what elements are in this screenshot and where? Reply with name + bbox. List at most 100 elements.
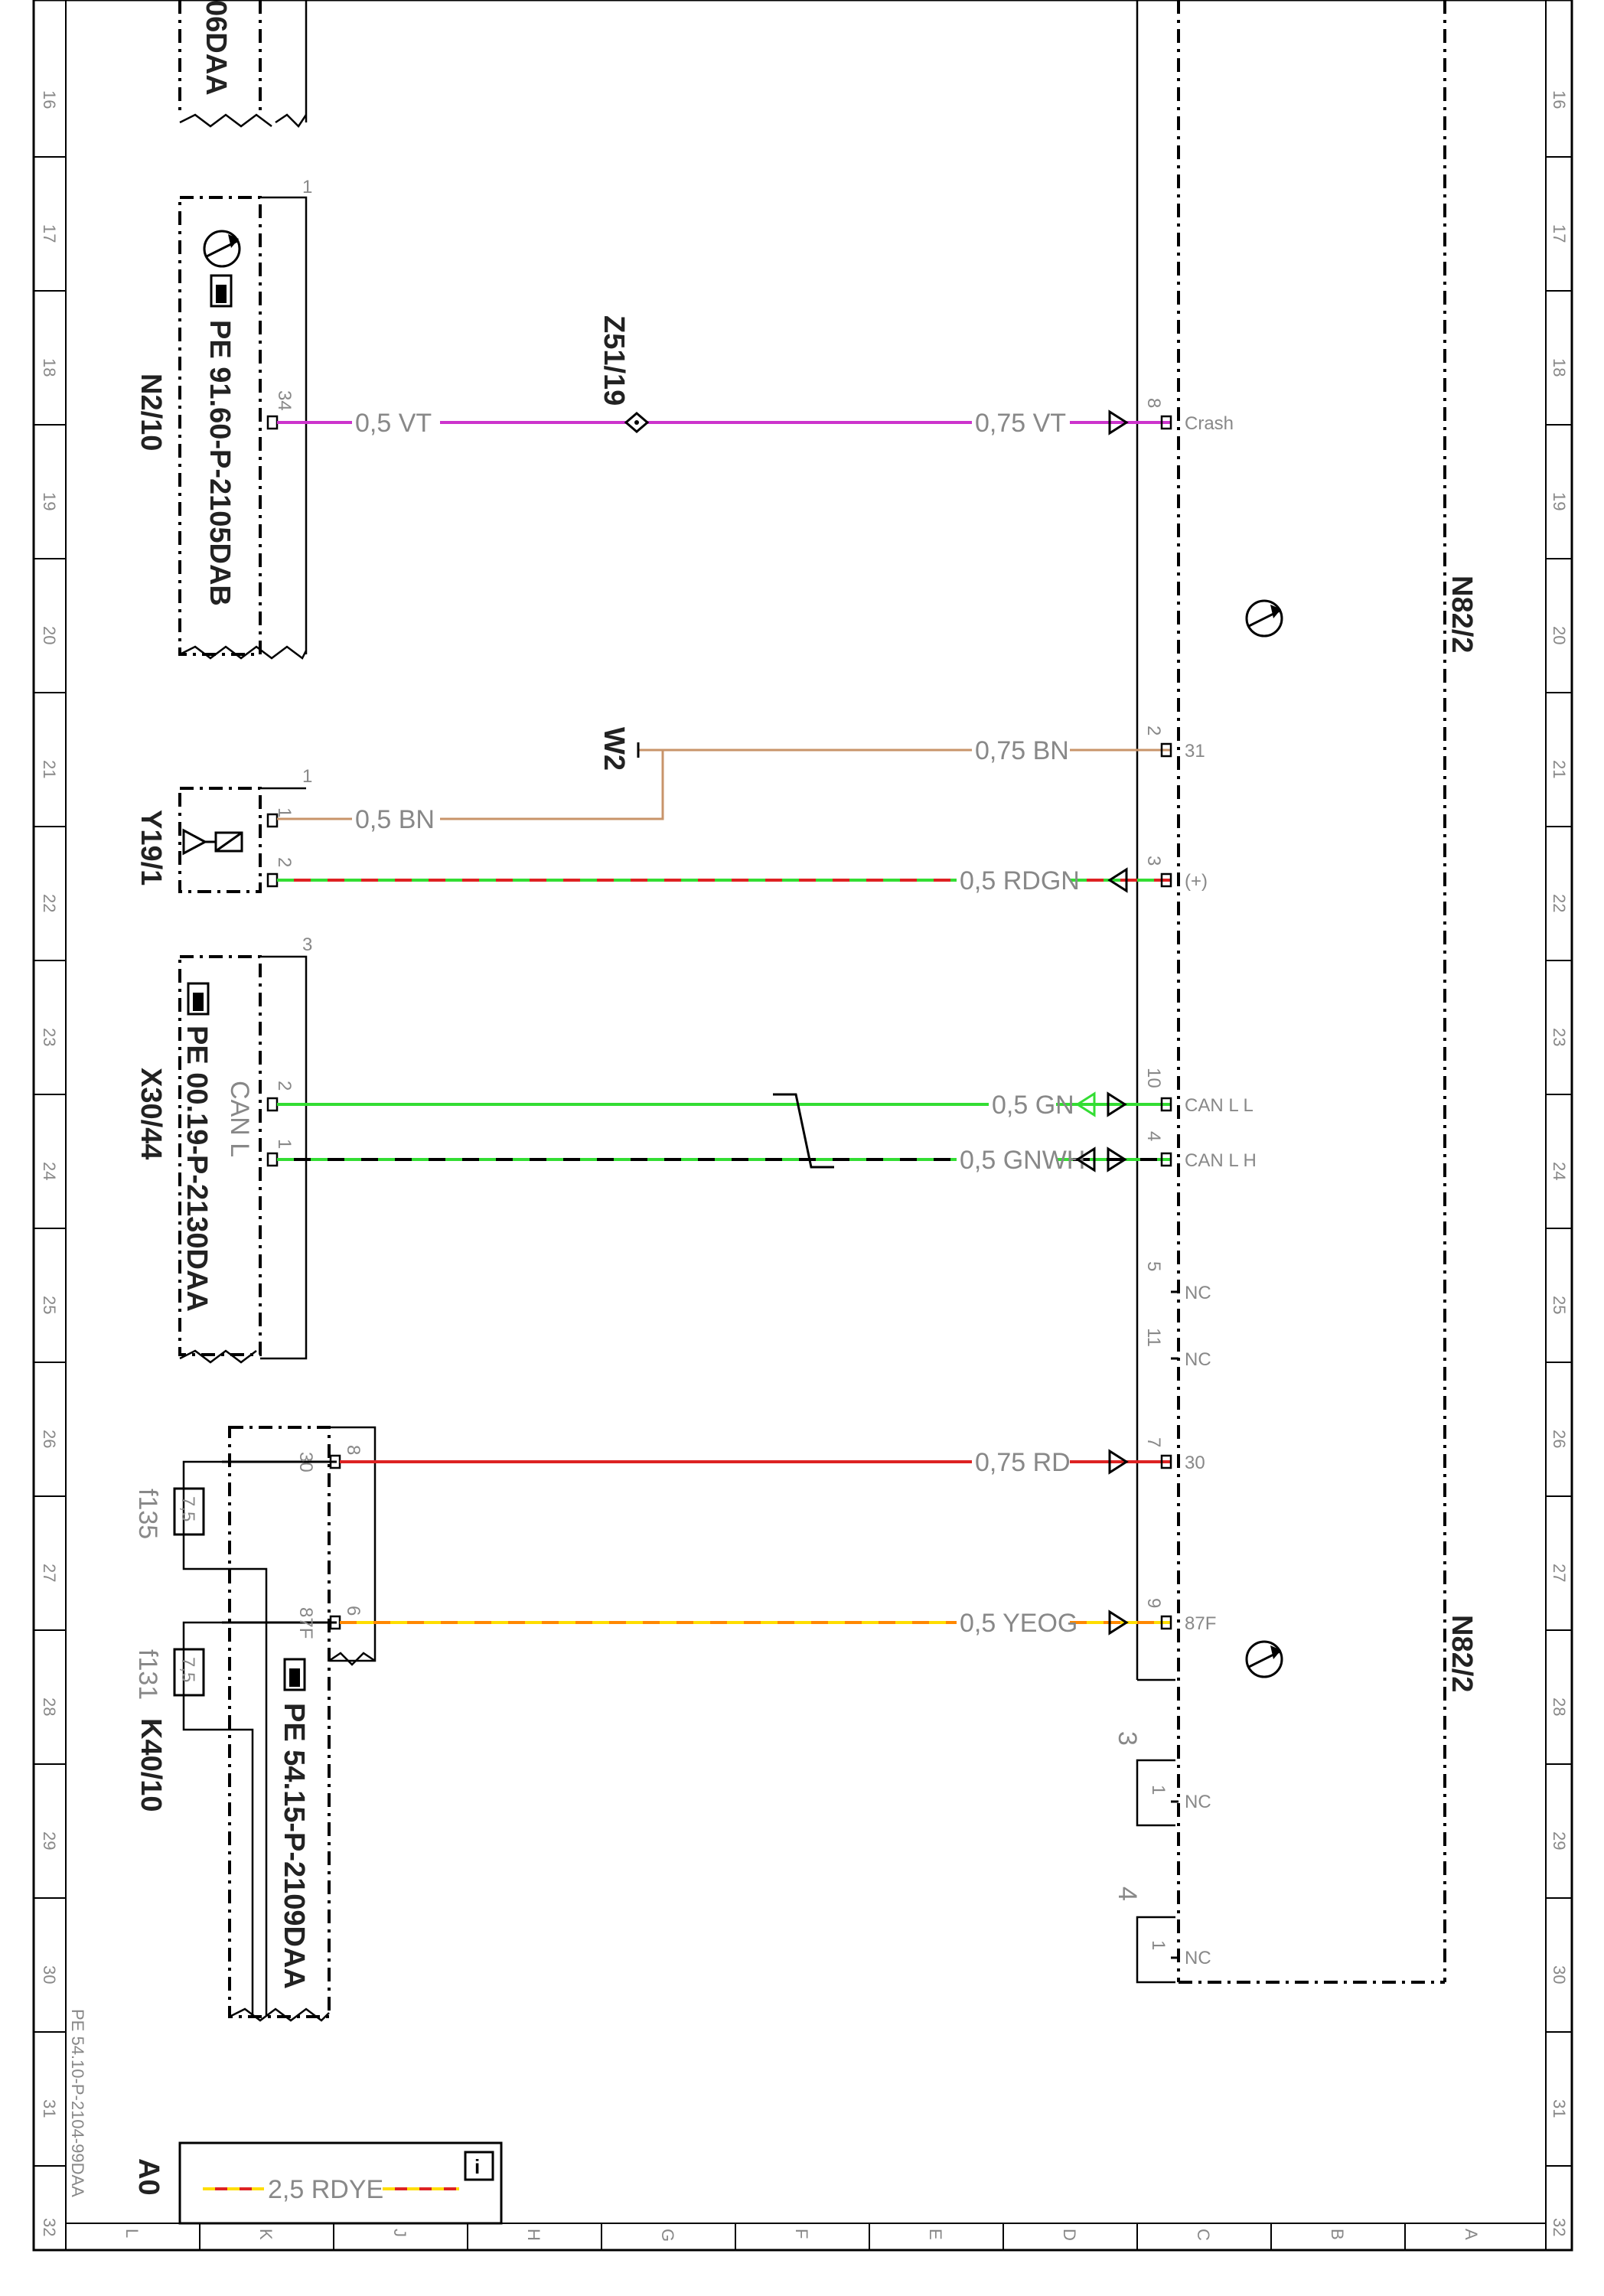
x30-44-name: X30/44 xyxy=(135,1068,167,1159)
wire-label-left: 0,5 BN xyxy=(355,805,435,834)
pin-number: 1 xyxy=(1148,1785,1169,1795)
pin-number: 7 xyxy=(1143,1437,1164,1447)
row-label-right: 25 xyxy=(1550,1296,1569,1314)
n2-10-ref: PE 91.60-P-2105DAB xyxy=(204,320,236,606)
row-label-right: 19 xyxy=(1550,492,1569,510)
wire-term-30[interactable]: 0,75 RD 7 30 xyxy=(340,1437,1205,1477)
fuse-f131-icon xyxy=(173,1648,205,1697)
row-label: 25 xyxy=(40,1296,59,1314)
k40-10-term87f: 87F xyxy=(295,1607,316,1639)
x30-44-ref: PE 00.19-P-2130DAA xyxy=(181,1026,213,1312)
row-label-right: 20 xyxy=(1550,626,1569,644)
reference-hand-icon xyxy=(210,274,233,308)
valve-icon xyxy=(182,828,243,856)
pin-number: 8 xyxy=(1143,398,1164,408)
row-label-right: 23 xyxy=(1550,1028,1569,1046)
k40-10-name: K40/10 xyxy=(135,1718,167,1812)
row-label: 18 xyxy=(40,358,59,377)
row-label: 28 xyxy=(40,1698,59,1716)
pin-number: 9 xyxy=(1143,1598,1164,1608)
wire-crash[interactable]: 0,5 VT 0,75 VT Z51/19 8 Crash xyxy=(277,315,1234,438)
reference-hand-icon xyxy=(187,982,210,1016)
pin-number: 10 xyxy=(1143,1068,1164,1088)
wire-label-right: 0,75 RD xyxy=(975,1448,1071,1477)
wire-label-left: 0,5 VT xyxy=(355,409,432,438)
row-label-right: 22 xyxy=(1550,894,1569,912)
row-label: 26 xyxy=(40,1430,59,1448)
wire-ground-31[interactable]: 0,5 BN 0,75 BN W2 2 31 xyxy=(277,726,1205,834)
k40-10-component: 7,5 7,5 f135 f131 K40/10 PE 54.15-P-2109… xyxy=(133,1426,377,2022)
row-label-right: 31 xyxy=(1550,2099,1569,2118)
pin-number: 3 xyxy=(1143,856,1164,866)
n82-2-name-bottom: N82/2 xyxy=(1446,1615,1478,1692)
x30-44-pin2: 2 xyxy=(274,1081,295,1091)
n2-10-component: 1 PE 91.60-P-2105DAB N2/10 34 xyxy=(135,177,312,660)
fuse-f135-value: 7,5 xyxy=(178,1496,198,1521)
row-ruler: 16 17 18 19 20 21 22 23 24 25 26 27 28 2… xyxy=(34,90,1572,2236)
row-label: 27 xyxy=(40,1564,59,1582)
top-ref-label: 06DAA xyxy=(200,0,232,96)
col-label: J xyxy=(390,2229,409,2237)
document-code: PE 54.10-P-2104-99DAA xyxy=(68,2009,87,2197)
signal-label: NC xyxy=(1185,1283,1211,1303)
x30-44-component: 3 PE 00.19-P-2130DAA X30/44 CAN L 2 1 xyxy=(135,934,312,1364)
row-label: 24 xyxy=(40,1162,59,1180)
wire-can-l-l[interactable]: 0,5 GN 10 CAN L L xyxy=(277,1068,1254,1120)
z51-19-label: Z51/19 xyxy=(598,315,630,406)
x30-44-pin1: 1 xyxy=(274,1139,295,1149)
a0-wire-label: 2,5 RDYE xyxy=(268,2175,383,2204)
info-icon xyxy=(464,2151,494,2181)
wire-label-right: 0,5 GNWH xyxy=(960,1146,1085,1175)
wire-can-l-h[interactable]: 0,5 GNWH 4 CAN L H xyxy=(277,1093,1257,1175)
row-label-right: 24 xyxy=(1550,1162,1569,1180)
col-label: A xyxy=(1462,2229,1481,2240)
signal-label: 87F xyxy=(1185,1613,1216,1634)
n82-2-component: N82/2 N82/2 3 4 1 1 NC NC xyxy=(1113,0,1478,1984)
k40-10-pin6: 6 xyxy=(343,1606,364,1616)
row-label-right: 17 xyxy=(1550,224,1569,243)
row-label: 20 xyxy=(40,626,59,644)
wire-label-right: 0,5 RDGN xyxy=(960,866,1080,895)
k40-10-ref: PE 54.15-P-2109DAA xyxy=(278,1703,310,1989)
group-number: 1 xyxy=(302,177,312,197)
row-label: 32 xyxy=(40,2218,59,2236)
row-label-right: 28 xyxy=(1550,1698,1569,1716)
conn-4-label: 4 xyxy=(1113,1887,1142,1901)
signal-label: Crash xyxy=(1185,413,1234,434)
group-number: 1 xyxy=(302,766,312,787)
wire-plus[interactable]: 0,5 RDGN 3 (+) xyxy=(277,856,1208,895)
signal-label: 31 xyxy=(1185,741,1205,762)
signal-label: (+) xyxy=(1185,871,1208,892)
k40-10-pin8: 8 xyxy=(343,1445,364,1455)
w2-label: W2 xyxy=(598,727,630,771)
fuse-f131-label: f131 xyxy=(133,1649,162,1700)
wire-label-right: 0,5 YEOG xyxy=(960,1609,1077,1638)
fuse-f131-value: 7,5 xyxy=(178,1657,198,1682)
arrow-icon xyxy=(1108,1449,1129,1475)
column-ruler: L K J H G F E D C B A xyxy=(122,2223,1481,2250)
n82-2-name-top: N82/2 xyxy=(1446,576,1478,653)
pin-number: 4 xyxy=(1143,1131,1164,1141)
signal-label: NC xyxy=(1185,1948,1211,1968)
svg-text:i: i xyxy=(474,2155,480,2178)
y19-1-pin2: 2 xyxy=(274,857,295,867)
row-label-right: 32 xyxy=(1550,2218,1569,2236)
sensor-icon xyxy=(1245,1640,1283,1678)
row-label: 29 xyxy=(40,1831,59,1850)
arrow-icon xyxy=(1107,867,1128,893)
fuse-f135-icon xyxy=(173,1487,205,1536)
wire-label-right: 0,75 BN xyxy=(975,736,1069,765)
arrow-icon xyxy=(1108,1609,1129,1636)
pin-number: 5 xyxy=(1143,1261,1164,1271)
sensor-icon xyxy=(1245,599,1283,638)
nc-pins: 5 NC 11 NC xyxy=(1143,1261,1211,1370)
fuse-f135-label: f135 xyxy=(133,1489,162,1539)
pin-number: 2 xyxy=(1143,726,1164,735)
row-label: 16 xyxy=(40,90,59,109)
row-label: 22 xyxy=(40,894,59,912)
col-label: B xyxy=(1328,2229,1347,2240)
row-label: 31 xyxy=(40,2099,59,2118)
y19-1-name: Y19/1 xyxy=(135,810,167,885)
y19-1-component: 1 Y19/1 1 2 xyxy=(135,766,312,893)
wire-term-87f[interactable]: 0,5 YEOG 9 87F xyxy=(340,1598,1216,1638)
